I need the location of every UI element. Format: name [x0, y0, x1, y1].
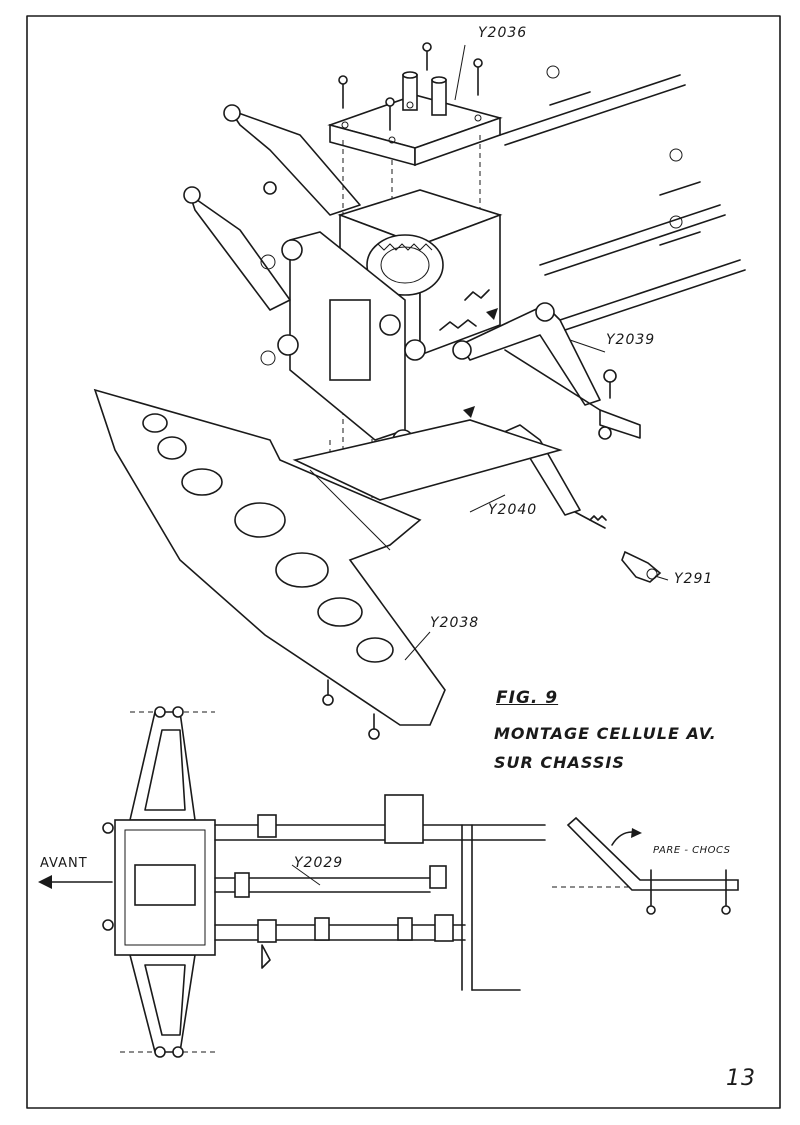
avant-label: AVANT: [40, 856, 88, 871]
label-y291: Y291: [674, 571, 714, 587]
page-border: [26, 15, 781, 1109]
ball-joint-part: [621, 550, 662, 583]
bumper-inset: [552, 816, 739, 915]
page-number: 13: [726, 1066, 756, 1091]
plan-view: [38, 706, 546, 1058]
side-plate: [277, 231, 426, 451]
label-y2038: Y2038: [430, 615, 480, 631]
screws-top: [338, 42, 483, 131]
top-plate-part: [327, 71, 503, 167]
front-bumper-plate: [93, 388, 563, 726]
left-wishbones: [183, 104, 361, 311]
label-y2036: Y2036: [478, 25, 528, 41]
label-y2039: Y2039: [606, 332, 656, 348]
front-cell-exploded-view: [93, 42, 746, 740]
chassis-rods: [499, 74, 746, 331]
pare-chocs-label: PARE - CHOCS: [653, 845, 731, 856]
ball-joint-pieces: [598, 369, 641, 440]
label-y2040: Y2040: [488, 502, 538, 518]
label-y2029: Y2029: [294, 855, 344, 871]
bumper-screws: [322, 679, 380, 740]
figure-number: FIG. 9: [496, 688, 559, 708]
leader-lines: [291, 44, 669, 886]
upper-right-wishbone: [452, 302, 601, 411]
figure-caption-line1: MONTAGE CELLULE AV.: [494, 724, 717, 743]
figure-caption-line2: SUR CHASSIS: [494, 753, 625, 772]
